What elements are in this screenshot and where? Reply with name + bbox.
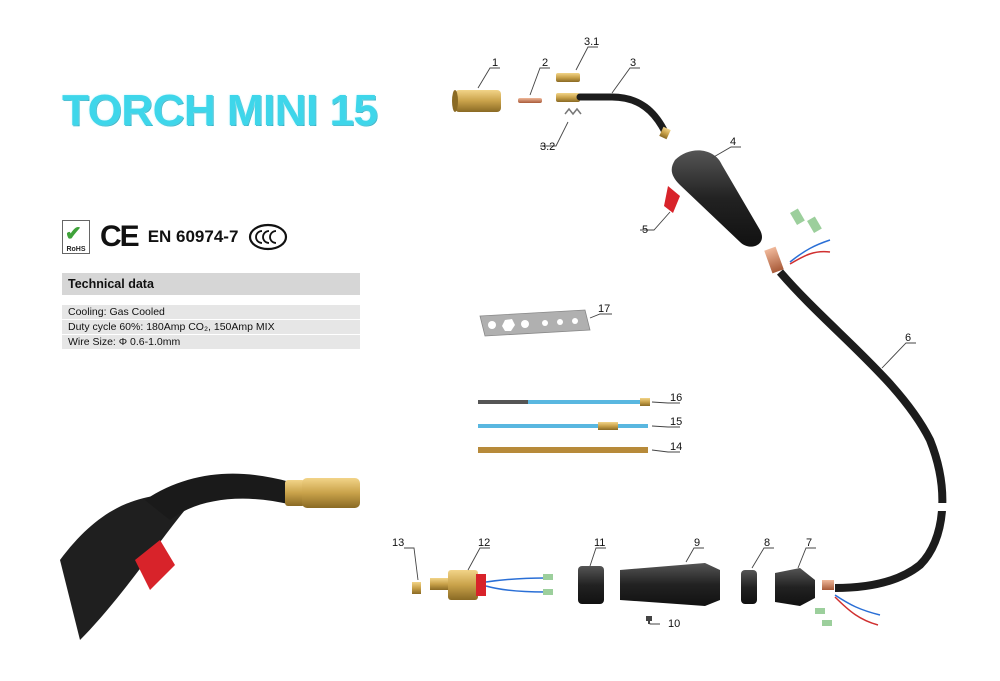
part-13-insert — [412, 582, 421, 594]
label-part-8: 8 — [764, 537, 770, 549]
label-part-6: 6 — [905, 332, 911, 344]
part-2-contact-tip — [518, 98, 542, 103]
label-part-16: 16 — [670, 392, 682, 404]
ccc-mark-icon — [249, 223, 288, 251]
label-part-7: 7 — [806, 537, 812, 549]
part-3-swan-neck — [556, 93, 671, 140]
part-8-ring — [741, 570, 757, 604]
label-part-3-2: 3.2 — [540, 141, 555, 153]
leader-lines — [404, 46, 916, 625]
part-12-connector — [430, 570, 553, 600]
part-5-trigger — [664, 186, 680, 213]
part-7-cable-support — [775, 568, 815, 606]
part-16-liner — [478, 398, 650, 406]
technical-data-header: Technical data — [62, 273, 360, 295]
torch-photo — [60, 473, 360, 640]
label-part-12: 12 — [478, 537, 490, 549]
label-part-4: 4 — [730, 136, 736, 148]
ce-mark: CE — [100, 220, 140, 253]
tech-row-duty-cycle: Duty cycle 60%: 180Amp CO₂, 150Amp MIX — [62, 320, 360, 334]
part-3-2-spring — [564, 107, 582, 116]
part-11-nut — [578, 566, 604, 604]
label-part-13: 13 — [392, 537, 404, 549]
rohs-icon: ✔ RoHS — [62, 220, 90, 254]
label-part-5: 5 — [642, 224, 648, 236]
part-4-handle — [671, 150, 762, 247]
part-15-liner — [478, 422, 648, 430]
label-part-14: 14 — [670, 441, 682, 453]
label-part-9: 9 — [694, 537, 700, 549]
standard-label: EN 60974-7 — [147, 227, 239, 246]
label-part-15: 15 — [670, 416, 682, 428]
label-part-17: 17 — [598, 303, 610, 315]
part-3-1-tip-holder — [556, 73, 580, 82]
tech-row-cooling: Cooling: Gas Cooled — [62, 305, 360, 319]
part-14-liner — [478, 447, 648, 453]
part-17-spanner — [479, 309, 591, 337]
label-part-2: 2 — [542, 57, 548, 69]
part-6-cable — [764, 208, 948, 626]
label-part-3-1: 3.1 — [584, 36, 599, 48]
label-part-11: 11 — [594, 537, 605, 549]
label-part-3: 3 — [630, 57, 636, 69]
part-1-nozzle — [452, 90, 501, 112]
rohs-label: RoHS — [66, 246, 86, 253]
label-part-1: 1 — [492, 57, 498, 69]
page-title: TORCH MINI 15 — [62, 86, 378, 135]
part-number-labels: 1 2 3.1 3 3.2 4 5 6 7 8 9 10 11 12 13 14… — [392, 36, 911, 630]
certification-row: ✔ RoHS CE EN 60974-7 — [62, 220, 288, 254]
tech-row-wire-size: Wire Size: Φ 0.6-1.0mm — [62, 335, 360, 349]
part-9-central-cover — [620, 563, 720, 606]
label-part-10: 10 — [668, 618, 680, 630]
